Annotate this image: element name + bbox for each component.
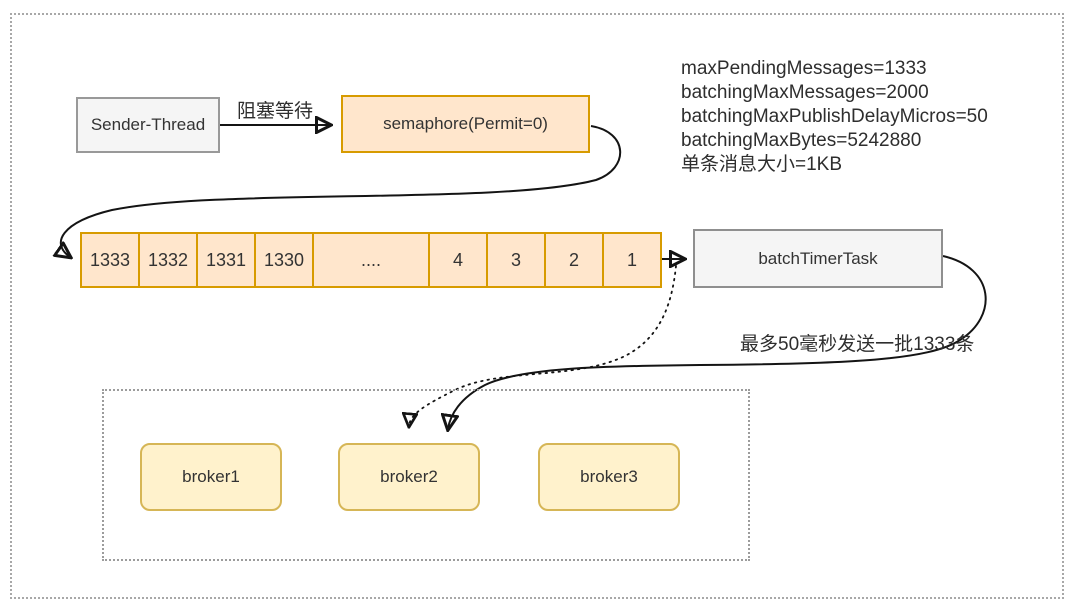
blocking-wait-label: 阻塞等待: [237, 101, 314, 122]
queue-cell-ellipsis: ....: [312, 232, 430, 288]
broker2-node[interactable]: broker2: [338, 443, 480, 511]
queue-cell: 3: [486, 232, 546, 288]
broker1-node[interactable]: broker1: [140, 443, 282, 511]
queue-cell: 2: [544, 232, 604, 288]
pending-message-queue[interactable]: 1333 1332 1331 1330 .... 4 3 2 1: [80, 232, 662, 288]
config-line: batchingMaxMessages=2000: [681, 82, 929, 103]
outer-dotted-border: [10, 13, 1064, 599]
config-line: batchingMaxBytes=5242880: [681, 130, 922, 151]
sender-thread-node[interactable]: Sender-Thread: [76, 97, 220, 153]
batch-send-label: 最多50毫秒发送一批1333条: [740, 334, 975, 355]
queue-cell: 1: [602, 232, 662, 288]
broker2-label: broker2: [380, 467, 438, 486]
config-line: batchingMaxPublishDelayMicros=50: [681, 106, 988, 127]
config-line: 单条消息大小=1KB: [681, 154, 843, 175]
queue-cell: 1332: [138, 232, 198, 288]
config-line: maxPendingMessages=1333: [681, 58, 927, 79]
sender-thread-label: Sender-Thread: [90, 115, 206, 134]
broker1-label: broker1: [182, 467, 240, 486]
broker3-label: broker3: [580, 467, 638, 486]
batch-timer-task-node[interactable]: batchTimerTask: [693, 229, 943, 288]
batch-timer-task-label: batchTimerTask: [758, 248, 878, 268]
queue-cell: 1333: [80, 232, 140, 288]
semaphore-node[interactable]: semaphore(Permit=0): [341, 95, 590, 153]
broker-cluster-container: [102, 389, 750, 561]
config-text-block: maxPendingMessages=1333 batchingMaxMessa…: [681, 57, 988, 177]
queue-cell: 1330: [254, 232, 314, 288]
queue-cell: 1331: [196, 232, 256, 288]
semaphore-label: semaphore(Permit=0): [383, 114, 548, 133]
broker3-node[interactable]: broker3: [538, 443, 680, 511]
queue-cell: 4: [428, 232, 488, 288]
